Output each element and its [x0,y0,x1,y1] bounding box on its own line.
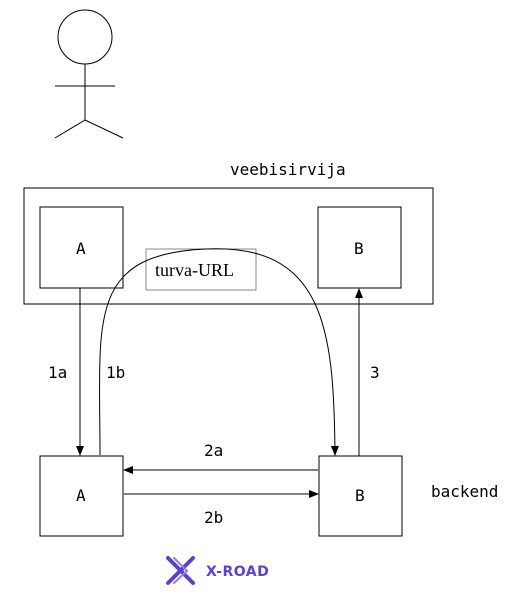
edge-2b-label: 2b [204,508,223,527]
browser-component-b [317,206,402,289]
backend-component-a [39,455,124,537]
browser-component-a [39,206,124,289]
edge-3-label: 3 [370,363,380,382]
edge-2a-label: 2a [204,441,223,460]
edge-1b-curve [99,248,339,456]
edge-1b-label: 1b [106,363,125,382]
x-road-logo: X-ROAD [166,556,269,585]
url-note-box [145,248,257,291]
backend-component-b-label: B [355,486,365,505]
browser-component-a-label: A [76,239,86,258]
edge-1a-label: 1a [48,363,67,382]
browser-group-label: veebisirvija [230,160,346,179]
url-note-label: turva-URL [155,260,234,280]
browser-component-b-label: B [354,239,364,258]
backend-group-label: backend [431,482,498,501]
x-road-logo-text: X-ROAD [206,564,269,580]
backend-component-a-label: A [76,486,86,505]
x-road-logo-icon [166,556,195,585]
stick-figure-icon [54,9,124,139]
backend-component-b [318,455,403,537]
